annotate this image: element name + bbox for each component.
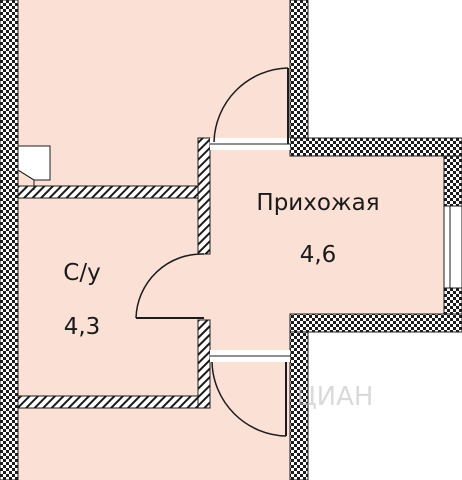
hallway-area: 4,6 bbox=[300, 242, 337, 268]
watermark: ЦИАН bbox=[297, 382, 374, 412]
door-swing-bathroom bbox=[135, 253, 205, 319]
wall-right-upper bbox=[289, 0, 309, 139]
bathroom-name: С/у bbox=[63, 260, 100, 286]
bathroom-wall-right-upper bbox=[197, 137, 211, 255]
wall-right-lower bbox=[289, 331, 309, 480]
door-swing-bottom bbox=[211, 361, 287, 437]
bathroom-floor bbox=[18, 198, 210, 404]
corner-column-detail bbox=[17, 169, 35, 190]
hallway-extension-floor bbox=[290, 152, 452, 322]
bathroom-area: 4,3 bbox=[64, 314, 101, 340]
exterior-wall-left bbox=[0, 0, 19, 480]
hallway-name: Прихожая bbox=[256, 190, 379, 216]
bathroom-wall-bottom bbox=[17, 395, 211, 409]
door-swing-top bbox=[213, 67, 289, 143]
entrance-opening bbox=[443, 205, 462, 289]
wall-hallway-top bbox=[289, 137, 462, 157]
wall-hallway-bottom bbox=[289, 313, 462, 333]
corner-column bbox=[17, 145, 51, 181]
bathroom-wall-right-lower bbox=[197, 319, 211, 409]
bathroom-wall-top bbox=[17, 185, 211, 199]
